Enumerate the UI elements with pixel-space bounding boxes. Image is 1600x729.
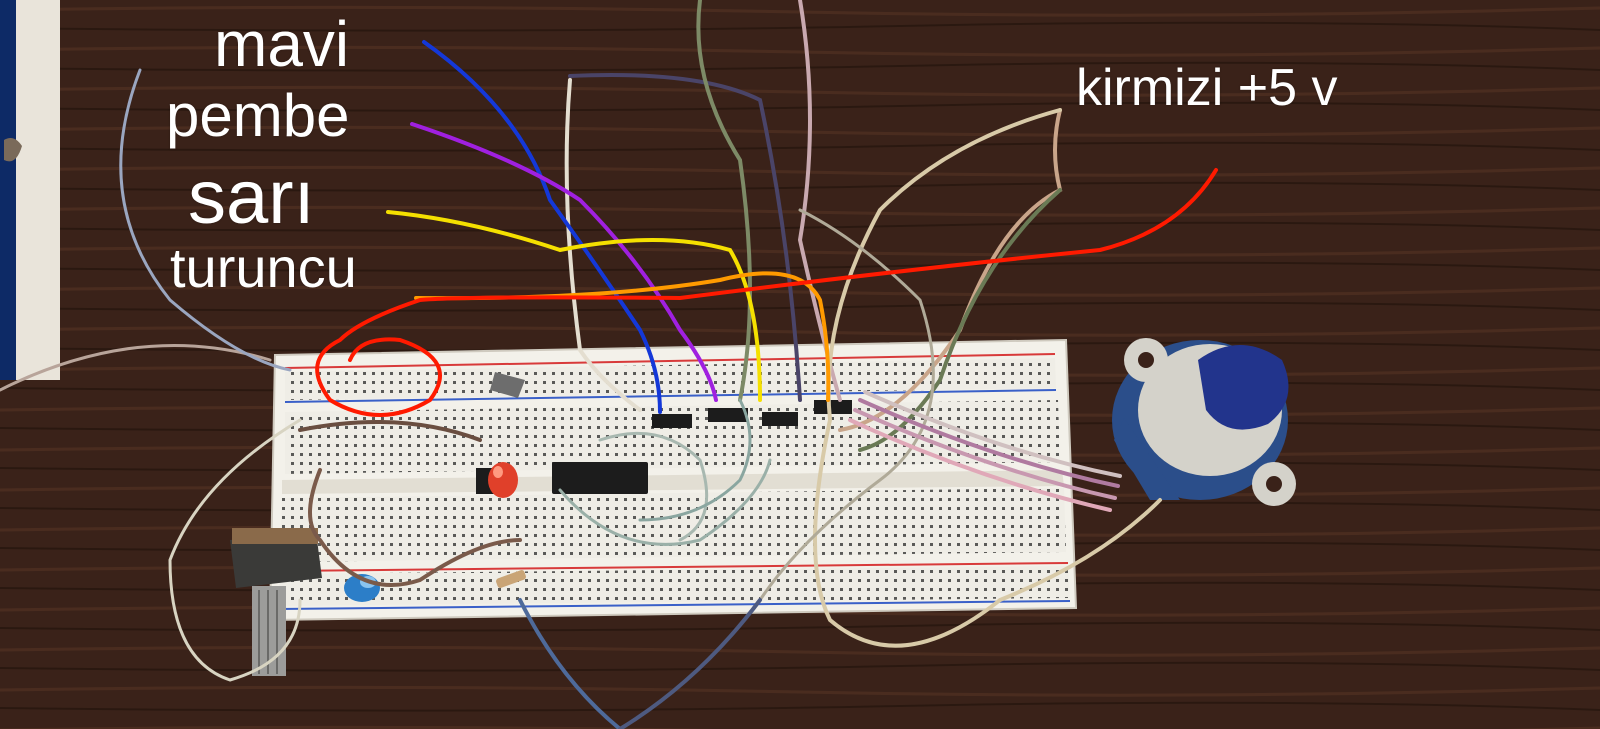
panel-scuff <box>4 138 22 162</box>
stroke-sari <box>386 210 762 402</box>
blue-panel-strip <box>0 0 16 380</box>
driver-chip-3 <box>762 412 798 426</box>
resistor <box>496 570 526 588</box>
stroke-mavi <box>422 40 662 414</box>
label-sari: sarı <box>188 155 315 240</box>
annotation-strokes <box>315 40 1218 417</box>
label-mavi: mavi <box>214 8 350 80</box>
stroke-kirmizi <box>315 168 1218 417</box>
label-pembe: pembe <box>166 82 350 149</box>
led-red <box>488 462 518 498</box>
driver-chip-1 <box>652 414 692 428</box>
label-turuncu: turuncu <box>170 236 357 299</box>
driver-chip-4 <box>814 400 852 414</box>
stroke-pembe <box>410 122 718 402</box>
small-capacitor <box>490 372 525 398</box>
breadboard <box>268 338 1078 622</box>
potentiometer <box>230 528 322 676</box>
stepper-motor <box>1112 338 1296 506</box>
label-kirmizi-5v: kirmizi +5 v <box>1076 59 1338 117</box>
ic-chip <box>552 462 648 494</box>
driver-chip-2 <box>708 408 748 422</box>
